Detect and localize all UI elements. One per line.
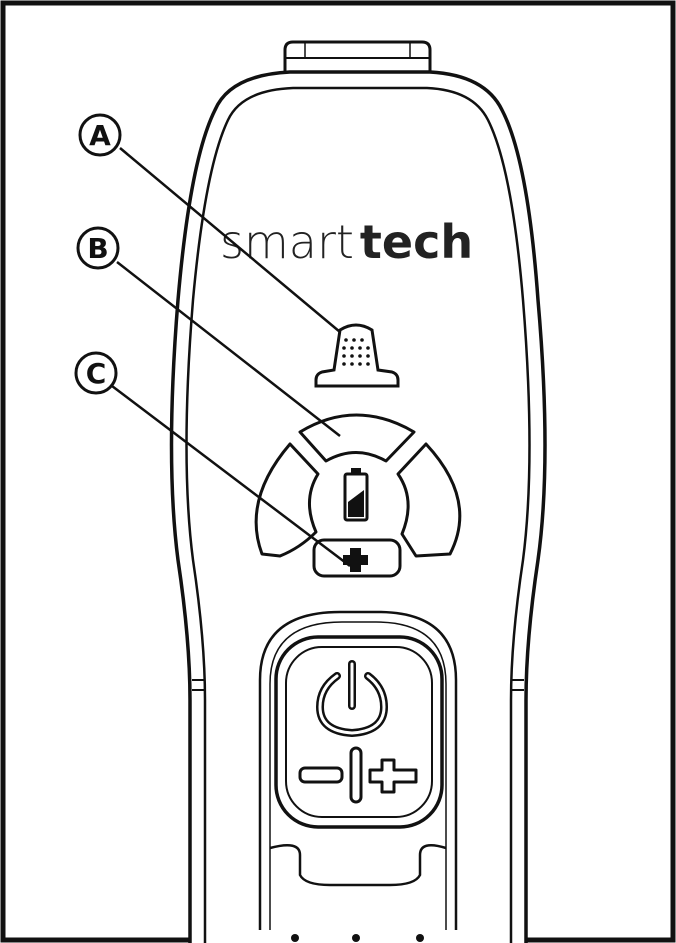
indicator-dots xyxy=(342,338,370,366)
button-recess-inner xyxy=(269,621,447,930)
callout-a-letter: A xyxy=(89,119,111,152)
brand-logo-bold: tech xyxy=(360,215,473,269)
ring-segment-right xyxy=(396,442,462,558)
bottom-dot xyxy=(416,934,424,942)
brand-logo-light: smart xyxy=(220,215,354,269)
plus-icon xyxy=(343,548,368,572)
callout-line-c xyxy=(111,385,351,567)
callout-b-letter: B xyxy=(87,232,108,265)
button-recess xyxy=(258,610,458,930)
callout-c-letter: C xyxy=(86,357,107,390)
bottom-cradle xyxy=(269,843,447,887)
callout-a: A xyxy=(78,113,122,157)
battery-level-ring xyxy=(254,413,462,558)
power-volume-button[interactable] xyxy=(274,635,444,829)
power-icon xyxy=(315,660,389,738)
plus-icon xyxy=(368,758,418,794)
bottom-dot xyxy=(291,934,299,942)
callout-line-b xyxy=(116,261,341,437)
bottom-dot xyxy=(352,934,360,942)
ring-segment-left xyxy=(254,442,320,558)
minus-icon xyxy=(298,766,344,784)
battery-icon xyxy=(343,468,369,522)
callout-c: C xyxy=(74,351,118,395)
device-body-inner-outline xyxy=(185,86,531,943)
divider-line xyxy=(349,746,363,804)
hearing-aid-indicator-icon xyxy=(314,323,400,388)
charging-indicator xyxy=(312,538,402,578)
callout-line-a xyxy=(119,147,341,333)
callout-b: B xyxy=(76,226,120,270)
